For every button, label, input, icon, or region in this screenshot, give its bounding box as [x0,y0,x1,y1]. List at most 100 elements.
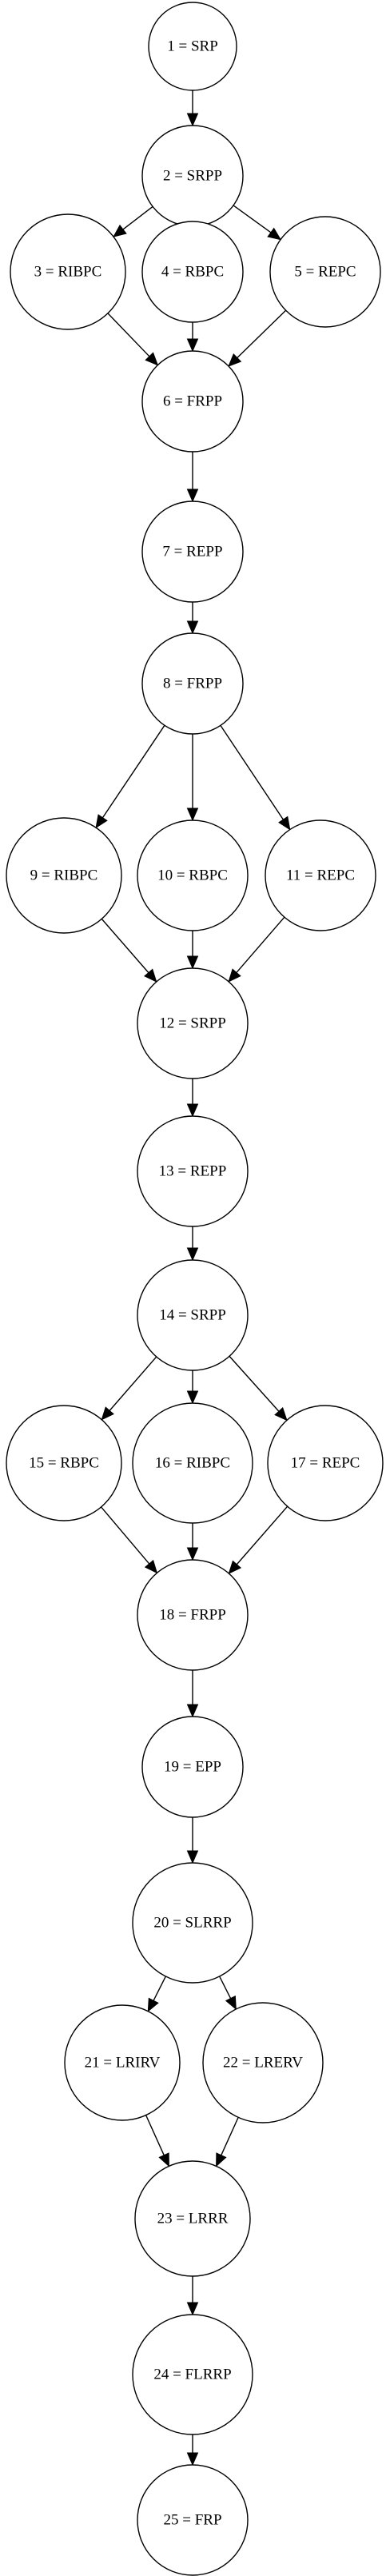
node-label: 14 = SRPP [159,1307,226,1324]
node-circle [132,1402,253,1524]
arrowhead-icon [186,2452,199,2466]
node-label: 6 = FRPP [163,393,222,410]
node-label: 9 = RIBPC [30,867,98,884]
node-16: 16 = RIBPC [132,1402,253,1524]
node-11: 11 = REPC [265,819,376,931]
node-23: 23 = LRRR [134,2160,251,2277]
node-circle [64,2004,181,2121]
arrowhead-icon [186,1390,199,1405]
node-circle [137,967,249,1079]
edge-11-12 [228,916,285,983]
edge-1-2 [186,90,199,127]
node-18: 18 = FRPP [137,1559,249,1671]
edge-20-22 [219,1976,237,2011]
node-label: 18 = FRPP [159,1607,226,1624]
node-label: 24 = FLRRP [153,2367,231,2383]
node-17: 17 = REPC [267,1405,384,1521]
edge-24-25 [186,2434,199,2466]
edge-8-10 [186,734,199,822]
arrowhead-icon [267,227,282,241]
node-circle [132,2314,253,2435]
edge-13-14 [186,1226,199,1262]
node-circle [269,216,381,328]
node-circle [265,819,376,931]
edge-17-18 [228,1505,289,1574]
node-label: 2 = SRPP [163,168,222,185]
node-circle [6,817,122,934]
node-label: 20 = SLRRP [153,1915,231,1932]
edge-8-11 [220,725,291,831]
node-6: 6 = FRPP [141,350,244,453]
edge-9-12 [101,918,157,983]
edge-line [236,916,285,973]
arrowhead-icon [186,1103,199,1118]
node-circle [141,632,244,735]
edges-layer [95,90,291,2466]
node-3: 3 = RIBPC [10,213,126,330]
edge-18-19 [186,1670,199,1718]
edge-3-6 [107,313,159,366]
arrowhead-icon [147,1997,159,2012]
edge-line [101,724,165,819]
node-1: 1 = SRP [148,2,237,91]
node-label: 5 = REPC [294,264,356,281]
node-circle [134,2160,251,2277]
node-label: 8 = FRPP [163,676,222,692]
edge-line [221,2117,239,2155]
arrowhead-icon [158,2152,169,2167]
node-21: 21 = LRIRV [64,2004,181,2121]
edge-14-15 [101,1356,157,1421]
edge-line [220,725,284,820]
node-25: 25 = FRP [137,2464,249,2576]
node-circle [141,221,244,323]
edge-14-16 [186,1370,199,1405]
node-label: 22 = LRERV [223,2055,303,2072]
node-label: 10 = RBPC [157,867,228,884]
arrowhead-icon [101,1406,114,1421]
arrowhead-icon [186,113,199,127]
node-7: 7 = REPP [141,500,244,603]
node-circle [6,1405,122,1521]
node-22: 22 = LRERV [202,2002,324,2123]
node-10: 10 = RBPC [137,819,249,931]
edge-line [145,2115,165,2155]
node-24: 24 = FLRRP [132,2314,253,2435]
edge-line [229,1355,280,1412]
edge-6-7 [186,452,199,503]
node-13: 13 = REPP [137,1115,249,1227]
arrowhead-icon [228,353,242,367]
node-circle [137,1115,249,1227]
edge-line [233,205,272,233]
edge-22-23 [216,2117,239,2167]
edge-10-12 [186,931,199,970]
edge-line [109,1356,157,1411]
arrowhead-icon [186,620,199,635]
arrowhead-icon [113,224,127,237]
edge-line [122,205,153,230]
edge-16-18 [186,1523,199,1561]
node-4: 4 = RBPC [141,221,244,323]
node-12: 12 = SRPP [137,967,249,1079]
edge-14-17 [229,1355,288,1422]
node-5: 5 = REPC [269,216,381,328]
node-9: 9 = RIBPC [6,817,122,934]
arrowhead-icon [186,1704,199,1718]
node-circle [132,1862,253,1984]
edge-12-13 [186,1079,199,1118]
arrowhead-icon [186,2302,199,2316]
arrowhead-icon [186,1247,199,1262]
node-15: 15 = RBPC [6,1405,122,1521]
node-20: 20 = SLRRP [132,1862,253,1984]
node-circle [141,1716,244,1818]
node-circle [137,1259,249,1371]
arrowhead-icon [144,1559,158,1574]
edge-4-6 [186,322,199,353]
arrowhead-icon [144,968,157,983]
node-circle [10,213,126,330]
edge-line [153,1976,166,2001]
node-circle [267,1405,384,1521]
arrowhead-icon [186,807,199,822]
node-circle [202,2002,324,2123]
